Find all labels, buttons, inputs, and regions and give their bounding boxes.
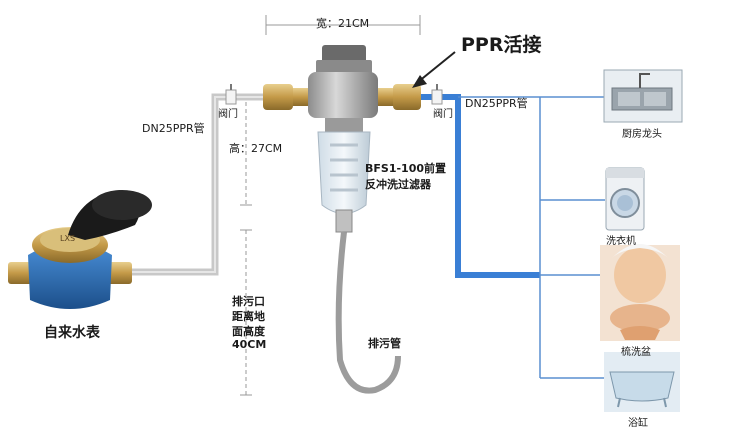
meter-brand-text: LXS: [60, 234, 76, 243]
drain-hose: [335, 231, 401, 394]
drain-label-line3: 面高度: [232, 325, 265, 338]
filter-label-line1: BFS1-100前置: [365, 162, 447, 175]
filter-icon: [263, 45, 421, 233]
height-label: 高：27CM: [229, 142, 283, 155]
washbasin-icon: [600, 244, 680, 341]
kitchen-faucet-icon: [603, 69, 683, 123]
kitchen-label: 厨房龙头: [622, 129, 662, 140]
outlet-pipe: [418, 94, 540, 278]
water-meter-label: 自来水表: [44, 325, 100, 341]
basin-label: 梳洗盆: [621, 347, 651, 358]
ppr-arrow-icon: [412, 51, 456, 88]
width-dimension: [265, 15, 421, 35]
width-label: 宽：21CM: [316, 17, 370, 30]
drain-label-line1: 排污口: [232, 295, 265, 308]
washer-label: 洗衣机: [606, 236, 636, 247]
filter-label-line2: 反冲洗过滤器: [365, 178, 431, 191]
branch-lines: [458, 96, 610, 379]
bathtub-icon: [604, 352, 680, 412]
drain-label-line4: 40CM: [232, 338, 267, 351]
supply-pipe: [130, 93, 268, 276]
drain-pipe-label: 排污管: [368, 337, 401, 350]
pipe-left-label: DN25PPR管: [142, 122, 205, 135]
valve-right-label: 阀门: [433, 109, 453, 120]
pipe-right-label: DN25PPR管: [465, 97, 528, 110]
valve-left-icon: [225, 84, 237, 105]
valve-right-icon: [431, 84, 443, 105]
valve-left-label: 阀门: [218, 109, 238, 120]
bathtub-label: 浴缸: [628, 418, 648, 429]
ppr-union-label: PPR活接: [461, 34, 542, 56]
washing-machine-icon: [605, 167, 645, 231]
drain-label-line2: 距离地: [232, 310, 265, 323]
water-meter-icon: [8, 190, 152, 309]
